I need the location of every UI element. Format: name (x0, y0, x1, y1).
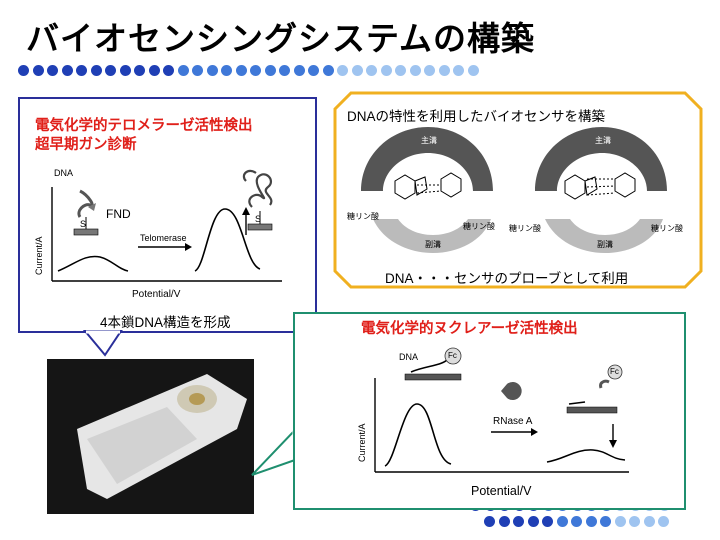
decorative-dot (366, 65, 377, 76)
decorative-dot (438, 65, 450, 76)
telomerase-heading: 電気化学的テロメラーゼ活性検出 (35, 118, 253, 134)
decorative-dot (76, 65, 87, 76)
decorative-dot (527, 516, 539, 527)
decorative-dot (571, 516, 582, 527)
early-cancer-heading: 超早期ガン診断 (35, 137, 137, 153)
fnd-label: FND (106, 207, 131, 221)
telomerase-label: Telomerase (140, 233, 187, 243)
minor-groove-label-left: 副溝 (425, 240, 441, 249)
decorative-dot (177, 65, 189, 76)
decorative-dot (629, 516, 640, 527)
decorative-dot (542, 516, 553, 527)
decorative-dot (61, 65, 73, 76)
decorative-dot (90, 65, 102, 76)
decorative-dot (264, 65, 276, 76)
sulfur-label-right: S (255, 214, 262, 224)
nuclease-panel: 電気化学的ヌクレアーゼ活性検出 DNA Fc Fc RNase A Curren… (293, 312, 686, 510)
decorative-dot (206, 65, 218, 76)
dna-probe-caption: DNA・・・センサのプローブとして利用 (385, 271, 629, 286)
decorative-dot (585, 516, 597, 527)
decorative-dot (614, 516, 626, 527)
sulfur-label-left: S (80, 219, 87, 229)
decorative-dot (221, 65, 232, 76)
dna-label: DNA (54, 168, 74, 178)
decorative-dot (235, 65, 247, 76)
decorative-dot (134, 65, 145, 76)
nuclease-diagram (374, 347, 629, 473)
decorative-dot (250, 65, 261, 76)
decorative-dot (351, 65, 363, 76)
left-caption: 4本鎖DNA構造を形成 (100, 315, 231, 330)
left-y-axis-label: Current/A (34, 236, 44, 275)
minor-groove-label-right: 副溝 (597, 240, 613, 249)
decorative-dot (484, 516, 495, 527)
sugar-phosphate-label-left-b: 糖リン酸 (463, 222, 495, 231)
dna-base-pair-diagrams (361, 127, 667, 253)
decorative-dot (308, 65, 319, 76)
decorative-dot (119, 65, 131, 76)
decorative-dot (395, 65, 406, 76)
major-groove-label-left: 主溝 (421, 136, 437, 145)
decorative-dot (380, 65, 392, 76)
ferrocene-label-right: Fc (610, 367, 619, 376)
decorative-dot (409, 65, 421, 76)
decorative-dot (643, 516, 655, 527)
decorative-dot (32, 65, 44, 76)
nuclease-heading: 電気化学的ヌクレアーゼ活性検出 (361, 321, 578, 337)
decorative-dot (513, 516, 524, 527)
decorative-dot (322, 65, 334, 76)
major-groove-label-right: 主溝 (595, 136, 611, 145)
decorative-dot (279, 65, 290, 76)
telomerase-diagram (51, 169, 282, 282)
left-callout-pointer (82, 330, 123, 357)
ferrocene-label-left: Fc (448, 351, 457, 360)
bottom-y-axis-label: Current/A (357, 423, 367, 462)
sensor-chip-photo (47, 359, 254, 514)
slide-title: バイオセンシングシステムの構築 (26, 19, 536, 58)
decorative-dot (163, 65, 174, 76)
decorative-dot (293, 65, 305, 76)
left-x-axis-label: Potential/V (132, 289, 181, 300)
decorative-dot (18, 65, 29, 76)
decorative-dot (148, 65, 160, 76)
dna-structure-panel: DNAの特性を利用したバイオセンサを構築 主溝 副溝 糖リン酸 糖リン酸 主溝 … (333, 91, 703, 289)
decorative-dot (658, 516, 669, 527)
decorative-dot (556, 516, 568, 527)
decorative-dot (424, 65, 435, 76)
decorative-dot (192, 65, 203, 76)
decorative-dot (600, 516, 611, 527)
decorative-dot (337, 65, 348, 76)
decorative-dot (467, 65, 479, 76)
decorative-dot (498, 516, 510, 527)
decorative-dot (105, 65, 116, 76)
telomerase-panel: 電気化学的テロメラーゼ活性検出 超早期ガン診断 DNA FND S S Telo… (18, 97, 317, 333)
dna-structure-heading: DNAの特性を利用したバイオセンサを構築 (347, 109, 606, 124)
bottom-x-axis-label: Potential/V (471, 484, 532, 498)
bottom-dna-label: DNA (399, 352, 419, 362)
sugar-phosphate-label-right-b: 糖リン酸 (651, 224, 683, 233)
decorative-dot (453, 65, 464, 76)
rnase-label: RNase A (493, 416, 533, 427)
sugar-phosphate-label-left-a: 糖リン酸 (347, 212, 379, 221)
decorative-dot (47, 65, 58, 76)
sugar-phosphate-label-right-a: 糖リン酸 (509, 224, 541, 233)
